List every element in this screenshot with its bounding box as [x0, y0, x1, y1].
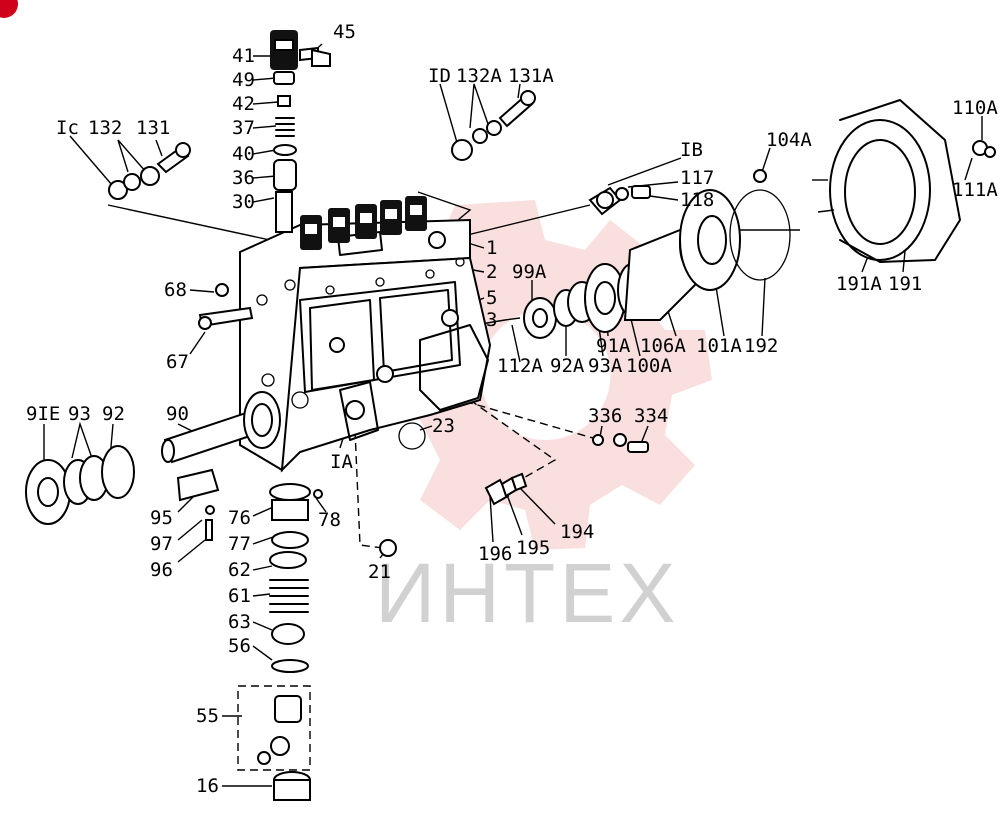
- callout-110a: 110A: [952, 97, 998, 119]
- callout-3: 3: [486, 309, 497, 331]
- callout-95: 95: [150, 507, 173, 529]
- callout-16: 16: [196, 775, 219, 797]
- callout-195: 195: [516, 537, 550, 559]
- camshaft: [161, 306, 281, 464]
- callout-36: 36: [232, 167, 255, 189]
- oil-seal-stack: [25, 445, 135, 525]
- callout-63: 63: [228, 611, 251, 633]
- callout-132: 132: [88, 117, 122, 139]
- delivery-valve-stack: [270, 30, 331, 233]
- callout-106a: 106A: [640, 335, 686, 357]
- callout-90: 90: [166, 403, 189, 425]
- callout-334: 334: [634, 405, 668, 427]
- callout-96: 96: [150, 559, 173, 581]
- callout-78: 78: [318, 509, 341, 531]
- callout-92a: 92A: [550, 355, 585, 377]
- callout-45: 45: [333, 21, 356, 43]
- callout-76: 76: [228, 507, 251, 529]
- callout-55: 55: [196, 705, 219, 727]
- pump-housing: [239, 196, 492, 473]
- callout-336: 336: [588, 405, 622, 427]
- callout-132a: 132A: [456, 65, 502, 87]
- callout-191: 191: [888, 273, 922, 295]
- callout-194: 194: [560, 521, 594, 543]
- watermark-text: ИНТЕХ: [375, 546, 679, 640]
- callout-5: 5: [486, 287, 497, 309]
- callout-49: 49: [232, 69, 255, 91]
- callout-56: 56: [228, 635, 251, 657]
- callout-62: 62: [228, 559, 251, 581]
- fitting-ib: [588, 185, 651, 216]
- fitting-ic: [108, 142, 191, 200]
- callout-101a: 101A: [696, 335, 742, 357]
- callout-37: 37: [232, 117, 255, 139]
- callout-131: 131: [136, 117, 170, 139]
- callout-30: 30: [232, 191, 255, 213]
- callout-1c: Ic: [56, 117, 79, 139]
- callout-97: 97: [150, 533, 173, 555]
- callout-91a: 91A: [596, 335, 631, 357]
- fitting-id: [451, 90, 536, 161]
- callout-93a: 93A: [588, 355, 623, 377]
- callout-68: 68: [164, 279, 187, 301]
- callout-112a: 112A: [497, 355, 543, 377]
- corner-badge: [0, 0, 18, 18]
- callout-118: 118: [680, 189, 714, 211]
- callout-191a: 191A: [836, 273, 882, 295]
- callout-23: 23: [432, 415, 455, 437]
- callout-117: 117: [680, 167, 714, 189]
- callout-92: 92: [102, 403, 125, 425]
- callout-100a: 100A: [626, 355, 672, 377]
- callout-99a: 99A: [512, 261, 547, 283]
- callout-131a: 131A: [508, 65, 554, 87]
- callout-labels: 45 41 49 42 37 40 36 30 Ic 132 131 ID 13…: [26, 21, 998, 797]
- callout-192: 192: [744, 335, 778, 357]
- callout-21: 21: [368, 561, 391, 583]
- callout-1a: IA: [330, 451, 353, 473]
- callout-67: 67: [166, 351, 189, 373]
- gear-train-parts: [523, 99, 996, 453]
- callout-104a: 104A: [766, 129, 812, 151]
- callout-1d: ID: [428, 65, 451, 87]
- callout-42: 42: [232, 93, 255, 115]
- callout-41: 41: [232, 45, 255, 67]
- callout-111a: 111A: [952, 179, 998, 201]
- callout-1b: IB: [680, 139, 703, 161]
- callout-2: 2: [486, 261, 497, 283]
- callout-61: 61: [228, 585, 251, 607]
- callout-91e: 9IE: [26, 403, 60, 425]
- callout-77: 77: [228, 533, 251, 555]
- plunger-stack: [176, 283, 528, 801]
- callout-1: 1: [486, 237, 497, 259]
- callout-40: 40: [232, 143, 255, 165]
- callout-93: 93: [68, 403, 91, 425]
- callout-196: 196: [478, 543, 512, 565]
